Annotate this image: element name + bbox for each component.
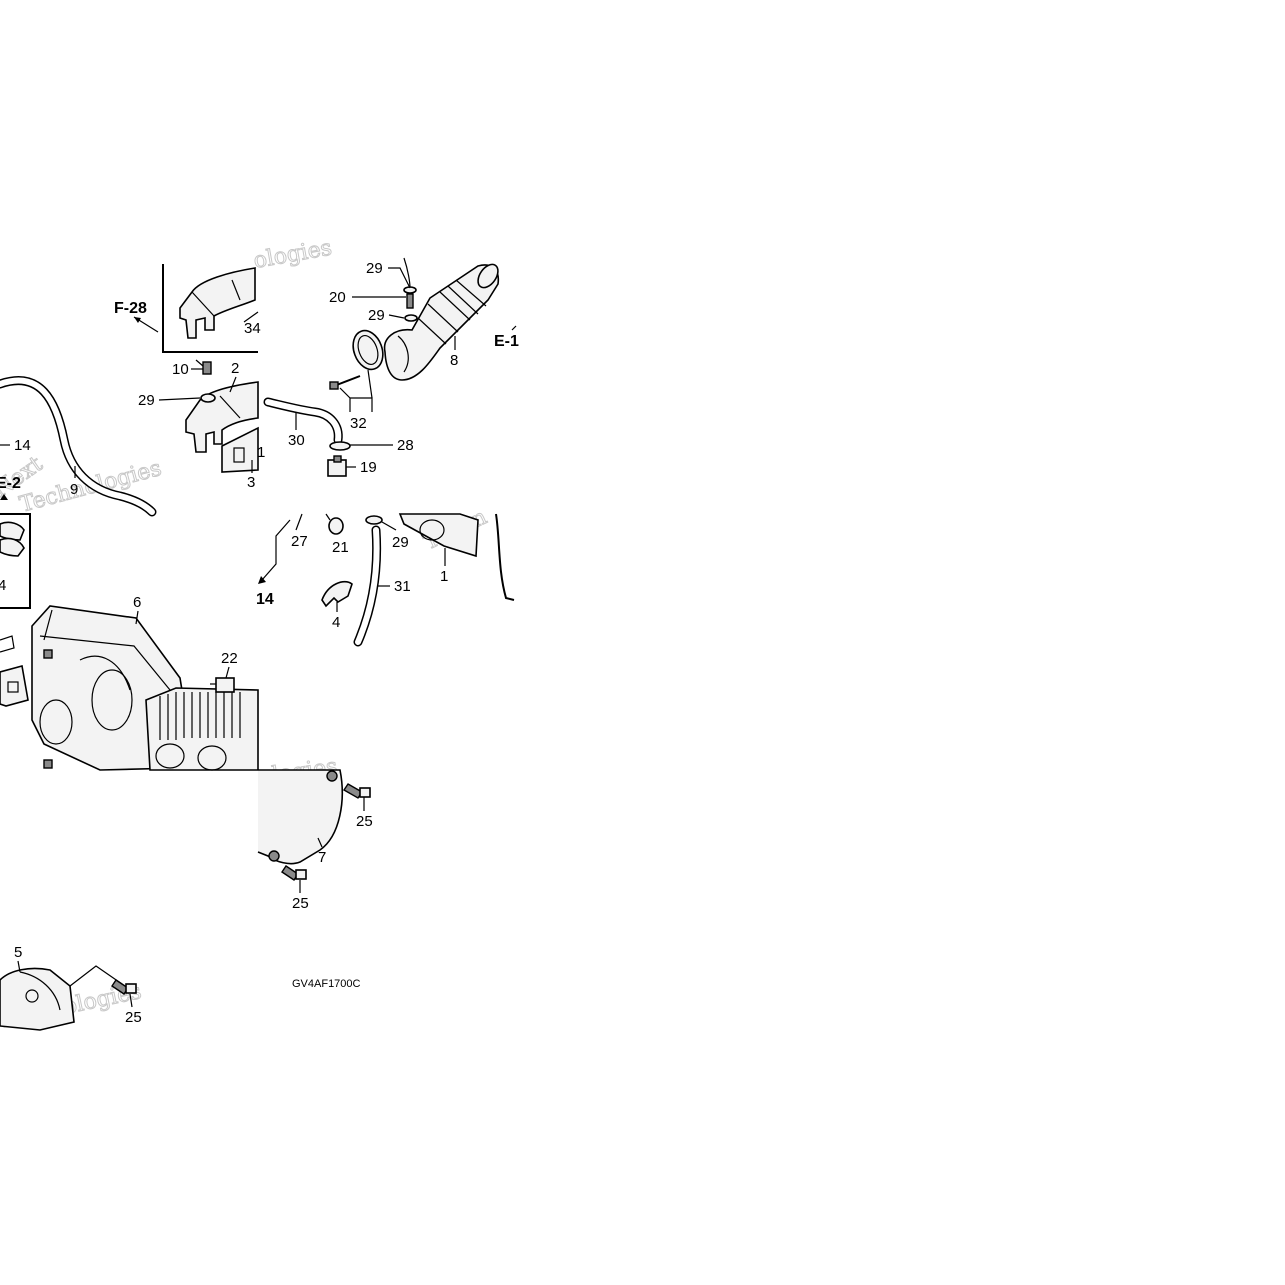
diagram-code: GV4AF1700C bbox=[292, 978, 361, 990]
callout-2: 2 bbox=[231, 360, 239, 377]
callout-29: 29 bbox=[368, 307, 385, 324]
part-3-gasket bbox=[221, 426, 259, 473]
callout-19: 19 bbox=[360, 459, 377, 476]
callout-9: 9 bbox=[70, 481, 78, 498]
leader-29 bbox=[388, 267, 411, 289]
callout-10: 10 bbox=[172, 361, 189, 378]
callout-1: 1 bbox=[440, 568, 448, 585]
callout-31: 31 bbox=[394, 578, 411, 595]
callout-21: 21 bbox=[332, 539, 349, 556]
part-2-air-guide bbox=[185, 381, 259, 453]
ref-label-14: 14 bbox=[256, 591, 274, 608]
callout-25: 25 bbox=[356, 813, 373, 830]
callout-29: 29 bbox=[392, 534, 409, 551]
part-7-cover bbox=[257, 769, 343, 865]
callout-4: 4 bbox=[332, 614, 340, 631]
leader-7 bbox=[317, 837, 323, 848]
part-10-fitting bbox=[195, 359, 212, 375]
part-25-screw bbox=[69, 965, 137, 995]
part-air-filter-element bbox=[145, 687, 259, 771]
part-22-bolt bbox=[210, 677, 235, 693]
leader-32 bbox=[349, 397, 373, 412]
callout-28: 28 bbox=[397, 437, 414, 454]
ref-label-e2: E-2 bbox=[0, 475, 21, 492]
leader-29 bbox=[158, 397, 201, 401]
part-5-bracket bbox=[0, 967, 75, 1031]
watermark-text: ologies bbox=[252, 236, 334, 274]
leader-6 bbox=[135, 610, 139, 625]
part-25-screw bbox=[343, 783, 371, 799]
ref-tick-e1 bbox=[511, 325, 517, 331]
leader-5 bbox=[17, 960, 21, 973]
left-edge-gasket bbox=[0, 635, 29, 707]
ref-label-e1: E-1 bbox=[494, 333, 519, 350]
part-19-elbow bbox=[327, 455, 347, 477]
inset-left-frame bbox=[0, 513, 31, 609]
part-21-joint bbox=[325, 513, 344, 535]
callout-7: 7 bbox=[318, 849, 326, 866]
callout-1: 1 bbox=[257, 444, 265, 461]
ref-arrow-f28: F-28 bbox=[114, 300, 159, 333]
callout-4: 4 bbox=[0, 577, 6, 594]
leader-29 bbox=[388, 314, 405, 319]
part-8-intake-hose bbox=[383, 263, 500, 381]
callout-14: 14 bbox=[14, 437, 31, 454]
part-1-air-cleaner-case bbox=[398, 513, 515, 601]
part-34-air-duct bbox=[179, 267, 256, 339]
part-31-drain-tube bbox=[353, 525, 382, 647]
inset-frame bbox=[162, 264, 258, 353]
callout-29: 29 bbox=[366, 260, 383, 277]
part-4-clip bbox=[321, 580, 353, 608]
callout-8: 8 bbox=[450, 352, 458, 369]
callout-32: 32 bbox=[350, 415, 367, 432]
callout-25: 25 bbox=[125, 1009, 142, 1026]
callouts: 29 20 29 8 34 10 2 29 32 30 28 19 1 3 14… bbox=[0, 260, 458, 1026]
callout-30: 30 bbox=[288, 432, 305, 449]
callout-3: 3 bbox=[247, 474, 255, 491]
leader-32 bbox=[339, 387, 351, 399]
leader-32 bbox=[367, 369, 373, 399]
leader-22 bbox=[225, 666, 230, 679]
part-25-screw bbox=[281, 865, 307, 881]
callout-34: 34 bbox=[244, 320, 261, 337]
callout-29: 29 bbox=[138, 392, 155, 409]
part-29-oring bbox=[365, 515, 383, 525]
part-27-tube bbox=[295, 513, 303, 531]
part-30-hose bbox=[263, 397, 343, 445]
leader-29 bbox=[381, 521, 397, 531]
callout-6: 6 bbox=[133, 594, 141, 611]
leader-34 bbox=[243, 311, 259, 323]
callout-27: 27 bbox=[291, 533, 308, 550]
callout-22: 22 bbox=[221, 650, 238, 667]
part-28-clip bbox=[329, 441, 351, 451]
leader-2 bbox=[229, 376, 237, 393]
ref-label-f28: F-28 bbox=[114, 300, 147, 317]
part-20-check-valve bbox=[403, 257, 418, 322]
callout-25: 25 bbox=[292, 895, 309, 912]
leader-25 bbox=[129, 993, 133, 1008]
ref-arrow-14: 14 bbox=[256, 519, 291, 608]
part-32-clamp bbox=[329, 329, 384, 390]
callout-20: 20 bbox=[329, 289, 346, 306]
callout-5: 5 bbox=[14, 944, 22, 961]
ref-arrow-e2 bbox=[0, 494, 8, 500]
